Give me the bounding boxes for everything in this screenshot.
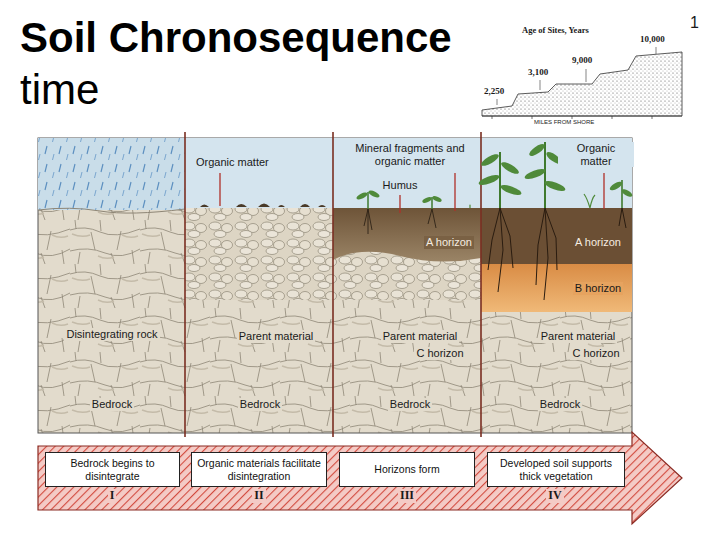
parent-material-cobbles bbox=[185, 208, 333, 300]
stage-box: Organic materials facilitate disintegrat… bbox=[191, 452, 327, 487]
rain-sky bbox=[38, 138, 185, 210]
part-label: Humus bbox=[381, 179, 420, 192]
soil-profiles bbox=[38, 132, 633, 437]
stage-box: Bedrock begins to disintegrate bbox=[45, 452, 180, 487]
site-age: 3,100 bbox=[528, 67, 548, 77]
stage-numeral: IV bbox=[546, 489, 563, 503]
stage-box: Horizons form bbox=[339, 452, 475, 487]
a-horizon-band bbox=[333, 208, 481, 262]
axis-label: MILES FROM SHORE bbox=[534, 119, 594, 126]
chart-title: Age of Sites, Years bbox=[522, 26, 589, 36]
leader-lines bbox=[220, 173, 604, 213]
part-label: Disintegrating rock bbox=[64, 328, 159, 341]
vegetation bbox=[470, 142, 633, 300]
horizon-label: A horizon bbox=[424, 236, 474, 249]
horizon-label: C horizon bbox=[414, 347, 465, 360]
part-label: Parent material bbox=[381, 330, 460, 343]
part-label: Mineral fragments and organic matter bbox=[346, 142, 474, 167]
horizon-label: A horizon bbox=[573, 236, 623, 249]
b-horizon-band bbox=[481, 264, 632, 312]
site-age: 10,000 bbox=[640, 34, 665, 44]
horizon-label: B horizon bbox=[573, 282, 623, 295]
part-label: Bedrock bbox=[388, 398, 432, 411]
sprouts bbox=[356, 189, 443, 234]
part-label: Parent material bbox=[237, 330, 316, 343]
beach-ridge-profile bbox=[482, 52, 682, 116]
part-label: Parent material bbox=[539, 330, 618, 343]
time-arrow bbox=[38, 432, 682, 524]
stage-numeral: III bbox=[398, 489, 416, 503]
site-age: 9,000 bbox=[572, 55, 592, 65]
part-label: Bedrock bbox=[538, 398, 582, 411]
organic-debris bbox=[200, 204, 326, 208]
stage-caption: Bedrock begins to disintegrate bbox=[51, 457, 174, 482]
part-label: Organic matter bbox=[194, 156, 271, 169]
rock-surface bbox=[38, 208, 185, 213]
stage-box: Developed soil supports thick vegetation bbox=[487, 452, 625, 487]
stage-dividers bbox=[185, 132, 481, 437]
slide-subtitle: time bbox=[20, 66, 99, 114]
stage-caption: Organic materials facilitate disintegrat… bbox=[197, 457, 321, 482]
age-inset-chart bbox=[482, 47, 682, 119]
stage-numeral: II bbox=[252, 489, 265, 503]
part-label: Organic matter bbox=[558, 142, 634, 167]
axis-ticks bbox=[492, 116, 652, 119]
page-number: 1 bbox=[690, 14, 699, 32]
bedrock-ground bbox=[38, 138, 632, 433]
site-markers bbox=[497, 47, 656, 105]
part-label: Bedrock bbox=[238, 398, 282, 411]
slide-title: Soil Chronosequence bbox=[20, 14, 452, 62]
stage-caption: Horizons form bbox=[374, 463, 439, 476]
stage-numeral: I bbox=[108, 489, 117, 503]
site-age: 2,250 bbox=[484, 86, 504, 96]
part-label: Bedrock bbox=[90, 398, 134, 411]
horizon-label: C horizon bbox=[570, 347, 621, 360]
stage-caption: Developed soil supports thick vegetation bbox=[493, 457, 619, 482]
